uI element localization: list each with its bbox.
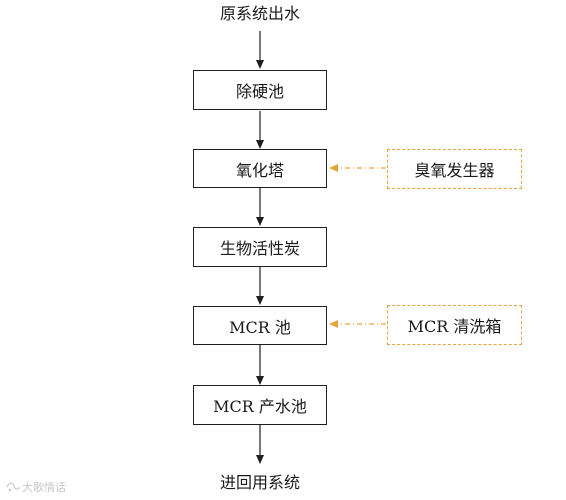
softening-tank-box: 除硬池 [193, 70, 327, 110]
biological-activated-carbon-box: 生物活性炭 [193, 227, 327, 267]
oxidation-tower-box: 氧化塔 [193, 149, 327, 188]
source-water-label: 原系统出水 [219, 4, 300, 23]
watermark: 大歌情话 [6, 479, 66, 495]
ozone-generator-box: 臭氧发生器 [387, 149, 522, 189]
mcr-cleaning-tank-box: MCR 清洗箱 [387, 305, 522, 345]
mcr-product-water-tank-box: MCR 产水池 [193, 385, 327, 425]
mcr-tank-box: MCR 池 [193, 306, 327, 345]
watermark-text: 大歌情话 [22, 481, 66, 494]
reuse-system-label: 进回用系统 [219, 473, 300, 492]
watermark-logo-icon [6, 482, 20, 492]
